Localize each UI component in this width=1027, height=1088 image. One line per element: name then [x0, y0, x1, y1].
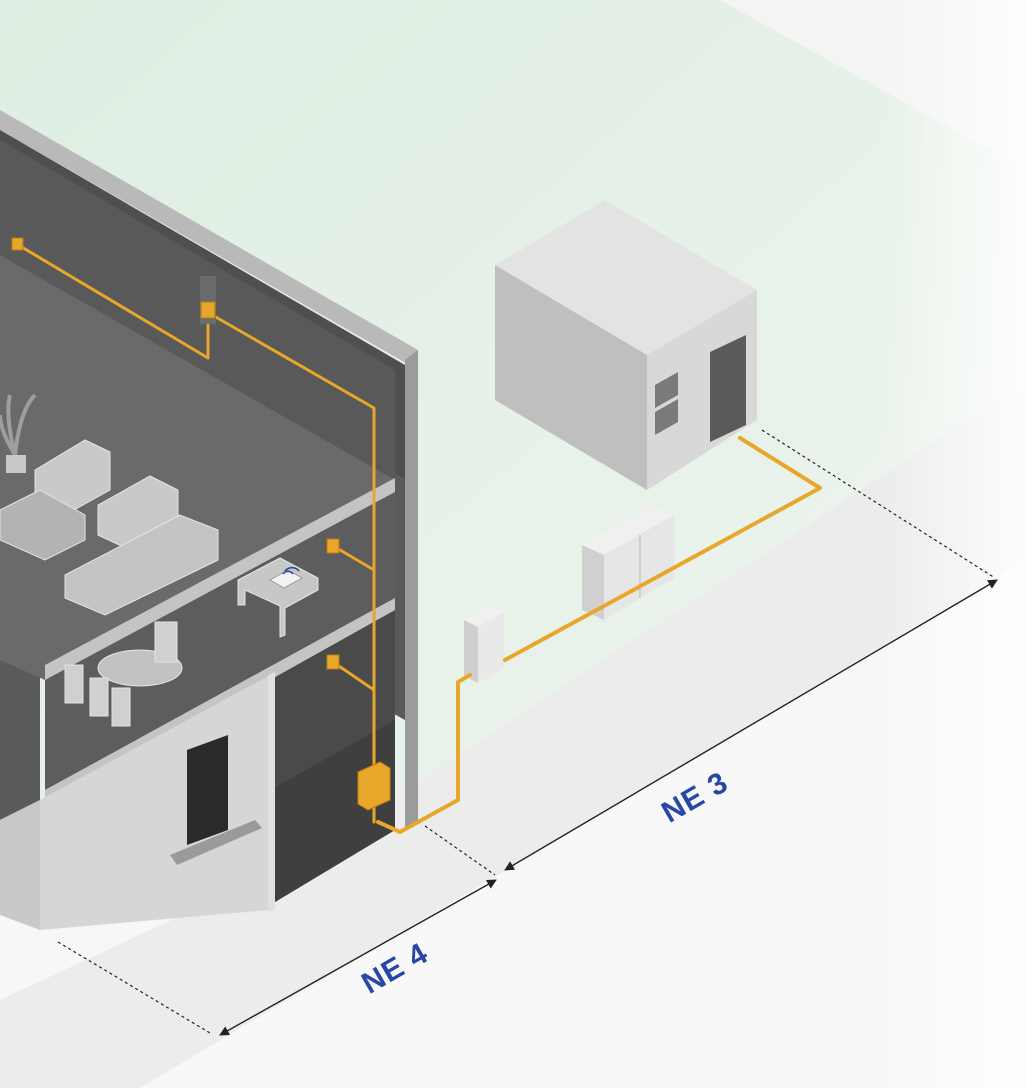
- house-connection-box-icon: [464, 605, 504, 683]
- substation-door: [710, 335, 746, 442]
- substation-icon: [495, 200, 757, 490]
- main-distribution-box: [357, 761, 391, 811]
- junction-box-icon: [326, 654, 340, 670]
- router-icon: [268, 566, 304, 589]
- junction-box-icon: [200, 301, 216, 319]
- junction-box-icon: [326, 538, 340, 554]
- front-door: [187, 735, 228, 845]
- cable-riser: [212, 314, 376, 824]
- cable-ne4-feed: [376, 673, 472, 834]
- ne4-dimension-arrow: [219, 879, 497, 1036]
- plant-icon: [0, 393, 37, 473]
- junction-box-icon: [11, 237, 24, 251]
- cable-mid-floor: [333, 545, 376, 572]
- coffee-table: [0, 489, 86, 561]
- cable-low-floor: [331, 660, 376, 692]
- junction-boxes: [11, 237, 391, 811]
- sofa: [64, 514, 219, 616]
- furniture: [0, 393, 319, 727]
- dimension-lines: [57, 429, 998, 1036]
- wifi-icon: [282, 566, 300, 575]
- ne3-dimension-arrow: [504, 579, 998, 871]
- cable-top-floor: [18, 244, 210, 360]
